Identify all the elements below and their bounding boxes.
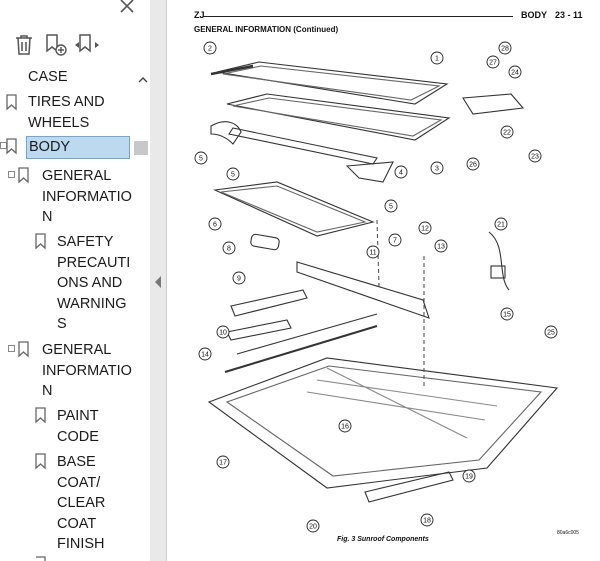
callout-8: 8 — [227, 246, 231, 253]
callout-10: 10 — [219, 330, 227, 337]
callout-14: 14 — [201, 352, 209, 359]
bookmarks-panel: CASE TIRES AND WHEELS BODY GENERAL INFOR… — [0, 0, 151, 561]
callout-22: 22 — [503, 130, 511, 137]
bookmark-icon — [18, 341, 29, 358]
bookmark-icon — [35, 407, 46, 424]
callout-5b: 5 — [231, 172, 235, 179]
callout-18: 18 — [423, 518, 431, 525]
callout-9: 9 — [237, 276, 241, 283]
part-rail — [296, 261, 430, 319]
page-header-left: ZJ — [194, 10, 205, 20]
part-track — [236, 313, 378, 355]
part-connector — [490, 265, 506, 279]
callout-3: 3 — [435, 166, 439, 173]
part-deflector — [228, 127, 378, 165]
callout-16: 16 — [341, 424, 349, 431]
collapse-icon[interactable] — [8, 170, 16, 180]
scroll-thumb[interactable] — [134, 141, 148, 155]
callout-5a: 5 — [199, 156, 203, 163]
bookmark-body[interactable]: BODY — [26, 136, 130, 159]
bookmark-general-information-2[interactable]: GENERAL INFORMATIO N — [42, 342, 132, 399]
move-bookmark-icon[interactable] — [74, 33, 100, 57]
part-2 — [210, 64, 254, 76]
part-18 — [364, 471, 454, 503]
sunroof-components-diagram: 1 2 3 4 5 5 5 6 7 8 9 10 11 12 13 14 15 … — [194, 41, 559, 533]
part-seal-frame — [226, 93, 451, 141]
callout-12: 12 — [421, 226, 429, 233]
collapse-icon[interactable] — [8, 344, 16, 354]
callout-11: 11 — [369, 250, 376, 257]
callout-4: 4 — [399, 170, 403, 177]
callout-24: 24 — [511, 70, 519, 77]
bookmark-icon — [35, 233, 46, 250]
page-number: 23 - 11 — [555, 10, 583, 20]
bookmark-icon — [18, 167, 29, 184]
bookmark-tires-and-wheels[interactable]: TIRES AND WHEELS — [28, 94, 105, 131]
document-page: ZJ BODY 23 - 11 GENERAL INFORMATION (Con… — [167, 0, 600, 561]
add-bookmark-icon[interactable] — [44, 33, 68, 57]
bookmark-icon — [35, 453, 46, 470]
callout-5c: 5 — [389, 204, 393, 211]
part-frame — [207, 357, 559, 489]
callout-15: 15 — [503, 312, 511, 319]
callout-21: 21 — [497, 222, 505, 229]
part-5-left — [210, 121, 242, 145]
bookmark-icon — [36, 556, 46, 561]
callout-19: 19 — [465, 474, 473, 481]
part-10 — [226, 319, 292, 341]
callout-1: 1 — [435, 56, 439, 63]
bookmark-base-coat-clear-coat[interactable]: BASE COAT/ CLEAR COAT FINISH — [57, 454, 106, 552]
panel-splitter[interactable] — [150, 0, 167, 561]
callout-2: 2 — [208, 46, 212, 53]
trash-icon[interactable] — [14, 34, 34, 56]
callout-17: 17 — [219, 460, 227, 467]
bookmarks-scrollbar[interactable] — [136, 60, 150, 561]
scroll-up-icon[interactable] — [136, 72, 150, 102]
bookmark-safety-precautions[interactable]: SAFETY PRECAUTI ONS AND WARNING S — [57, 234, 131, 332]
part-harness — [488, 231, 510, 291]
bookmark-paint-code[interactable]: PAINT CODE — [57, 408, 99, 445]
bookmark-icon — [6, 94, 17, 111]
part-9 — [230, 289, 308, 317]
part-glass-panel — [216, 61, 449, 105]
bookmark-general-information[interactable]: GENERAL INFORMATIO N — [42, 168, 132, 225]
bookmark-icon — [6, 138, 17, 155]
part-motor — [462, 93, 525, 115]
callout-28: 28 — [501, 46, 509, 53]
bookmark-case[interactable]: CASE — [28, 69, 68, 85]
figure-caption: Fig. 3 Sunroof Components — [337, 536, 429, 543]
callout-27: 27 — [489, 60, 497, 67]
part-sunshade — [213, 181, 375, 237]
page-header-right: BODY — [521, 10, 548, 20]
callout-20: 20 — [309, 524, 317, 531]
figure-code: 80a6c005 — [557, 530, 579, 536]
part-8 — [250, 233, 280, 251]
callout-13: 13 — [437, 244, 445, 251]
section-title: GENERAL INFORMATION (Continued) — [194, 25, 339, 34]
close-icon[interactable] — [118, 0, 136, 14]
callout-7: 7 — [393, 238, 397, 245]
callout-26: 26 — [469, 162, 477, 169]
part-14 — [224, 325, 378, 373]
header-rule — [203, 16, 513, 17]
bookmarks-toolbar — [0, 0, 150, 62]
collapse-panel-icon[interactable] — [150, 272, 166, 292]
callout-23: 23 — [531, 154, 539, 161]
part-5-right — [345, 161, 394, 183]
callout-25: 25 — [547, 330, 555, 337]
callout-6: 6 — [213, 222, 217, 229]
